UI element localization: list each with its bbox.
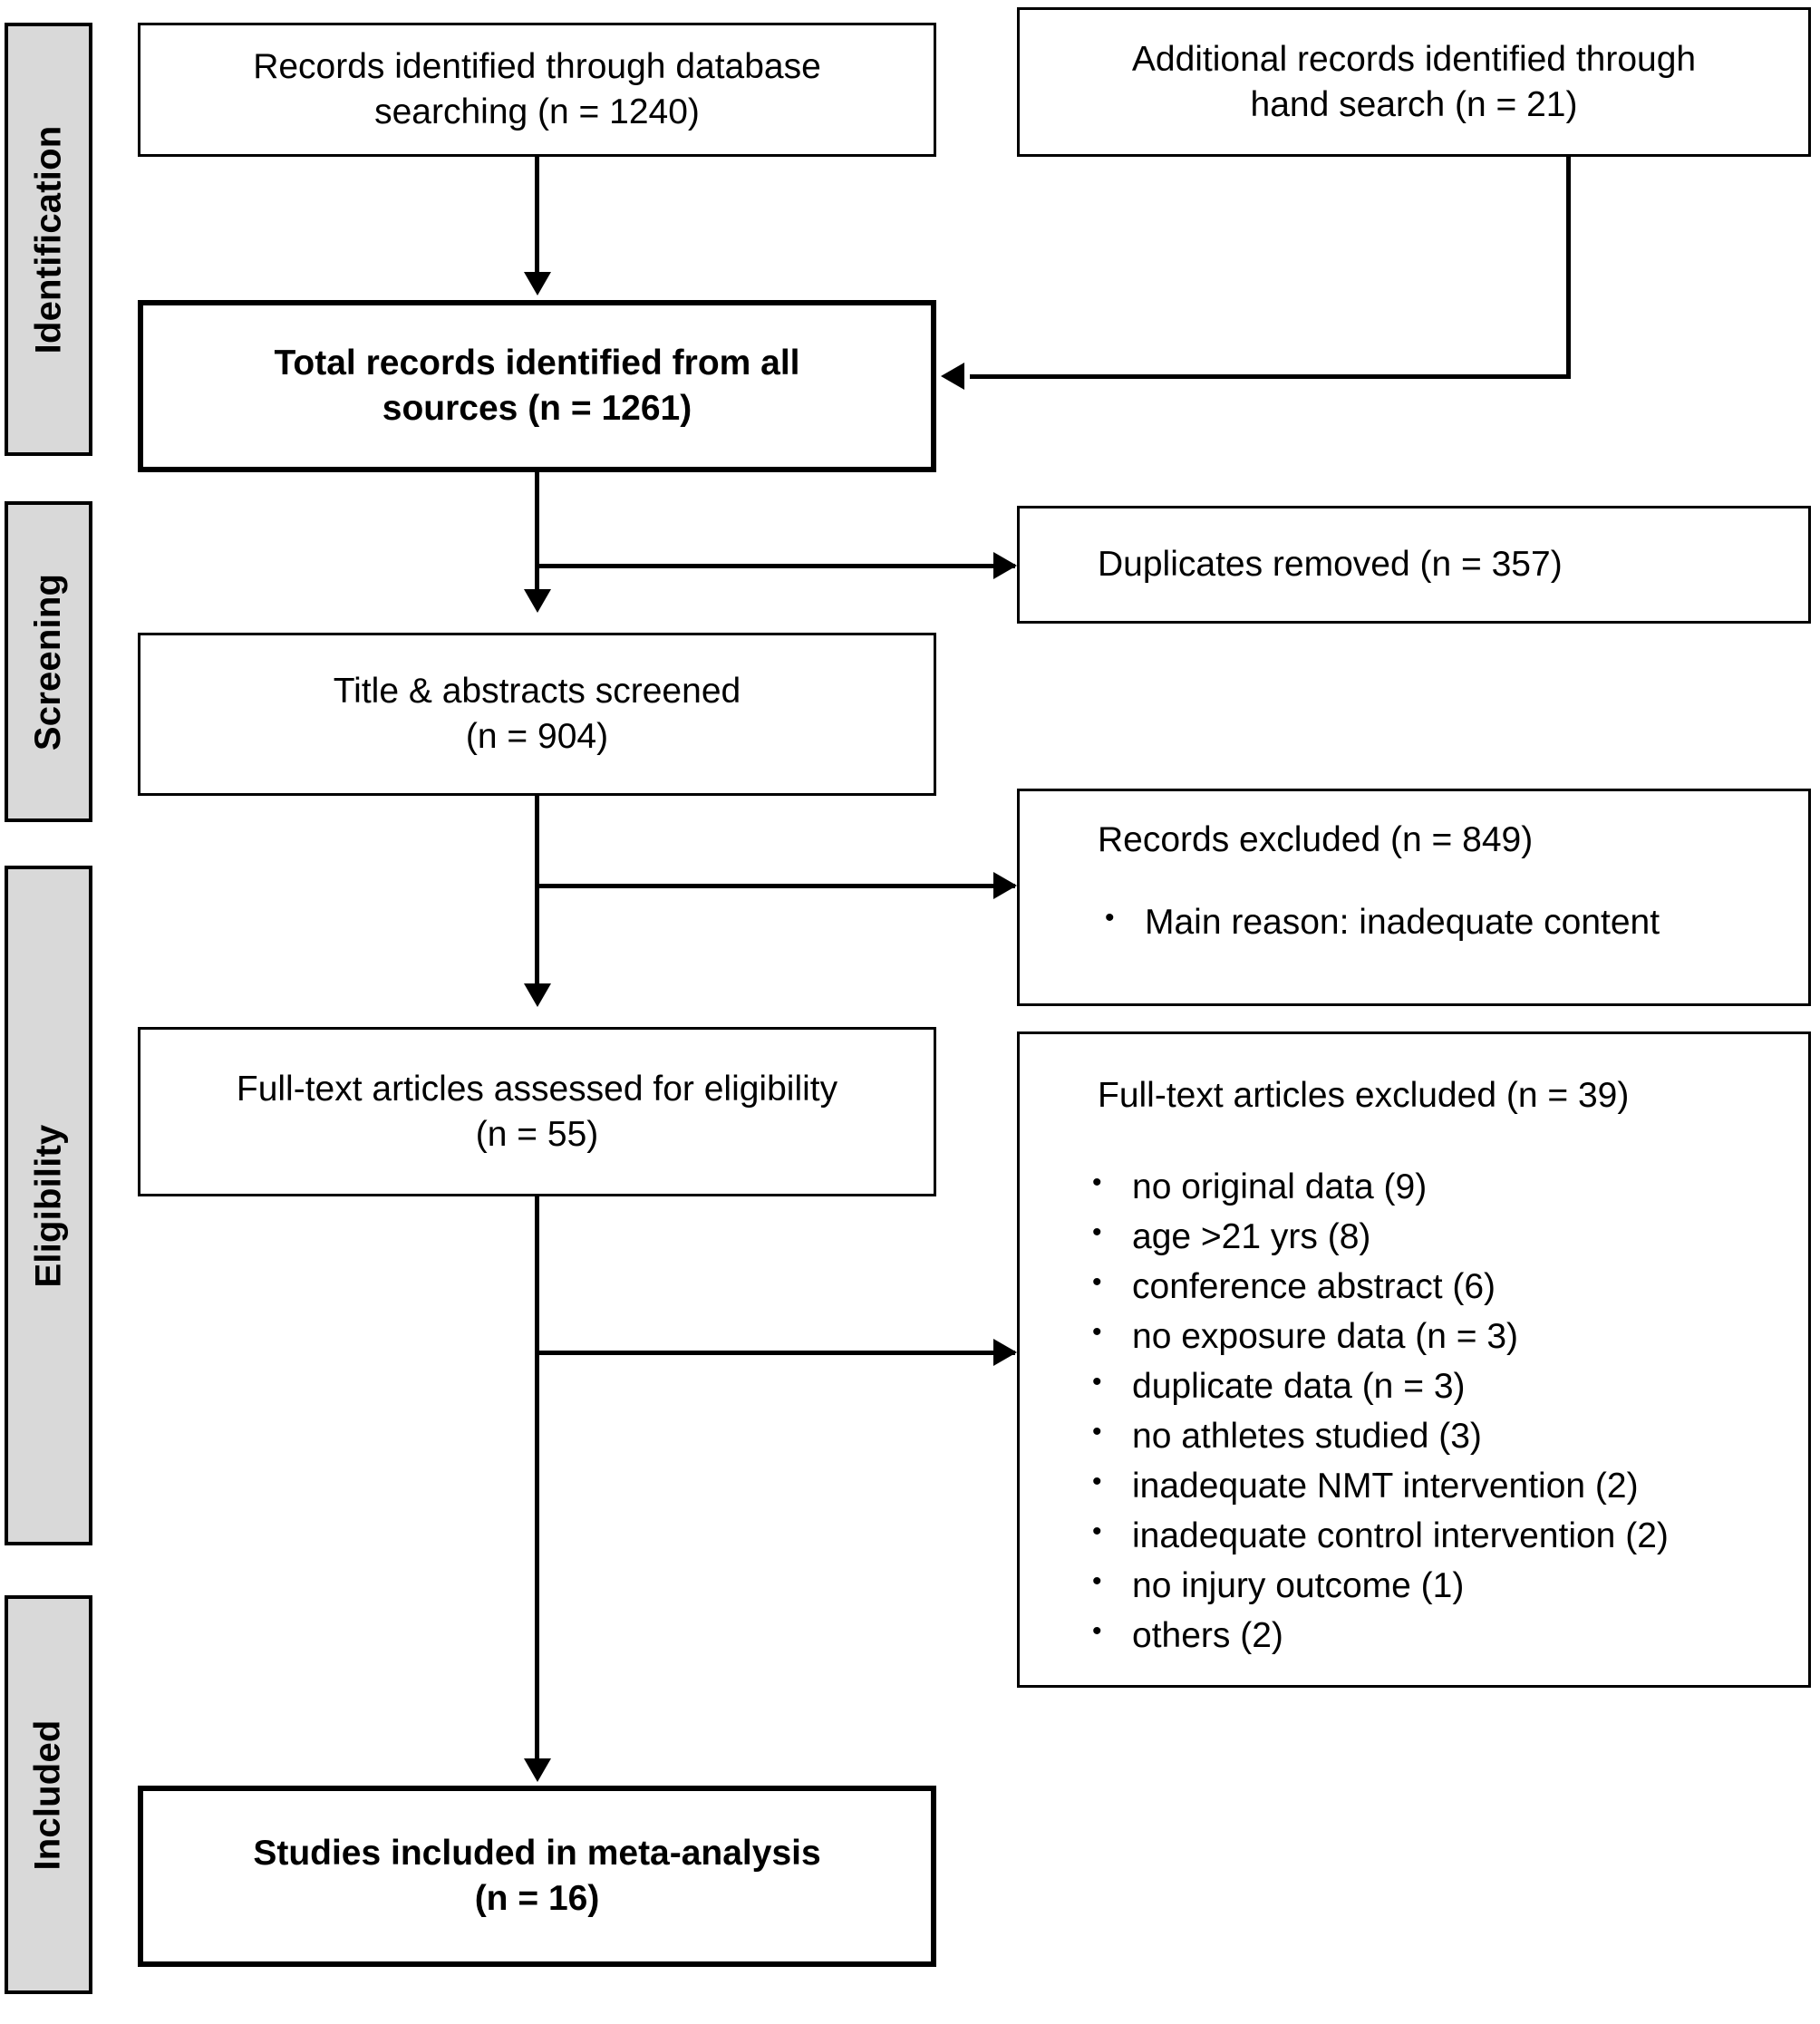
node-titles-abstracts-screened: Title & abstracts screened (n = 904) <box>138 633 936 796</box>
phase-bar-eligibility: Eligibility <box>5 866 92 1545</box>
node-total-records-line2: sources (n = 1261) <box>382 389 692 428</box>
arrowhead-total-to-screened <box>524 589 551 613</box>
list-item: inadequate control intervention (2) <box>1085 1518 1669 1554</box>
node-database-search-line2: searching (n = 1240) <box>374 92 700 131</box>
node-duplicates-removed-text: Duplicates removed (n = 357) <box>1098 544 1563 584</box>
phase-label-screening: Screening <box>28 573 69 751</box>
node-records-database-search: Records identified through database sear… <box>138 23 936 157</box>
node-fulltext-assessed: Full-text articles assessed for eligibil… <box>138 1027 936 1196</box>
connector-to-duplicates <box>535 564 1015 568</box>
node-studies-included-line2: (n = 16) <box>474 1879 600 1918</box>
phase-bar-screening: Screening <box>5 501 92 822</box>
node-total-records: Total records identified from all source… <box>138 300 936 472</box>
list-item: no injury outcome (1) <box>1085 1568 1669 1603</box>
phase-bar-included: Included <box>5 1595 92 1994</box>
node-hand-search-line2: hand search (n = 21) <box>1250 84 1578 124</box>
node-database-search-line1: Records identified through database <box>253 47 821 87</box>
list-item: conference abstract (6) <box>1085 1269 1669 1304</box>
list-item: Main reason: inadequate content <box>1098 905 1660 940</box>
connector-hand-left <box>970 374 1568 379</box>
connector-to-fulltext-excluded <box>535 1351 1015 1355</box>
node-records-excluded-heading: Records excluded (n = 849) <box>1098 820 1534 859</box>
list-item: no athletes studied (3) <box>1085 1419 1669 1454</box>
list-item: no exposure data (n = 3) <box>1085 1319 1669 1354</box>
arrowhead-to-fulltext-excluded <box>993 1339 1017 1366</box>
list-item: no original data (9) <box>1085 1169 1669 1205</box>
connector-total-to-screened <box>535 471 539 594</box>
phase-bar-identification: Identification <box>5 23 92 456</box>
phase-label-eligibility: Eligibility <box>28 1124 68 1287</box>
node-records-hand-search: Additional records identified through ha… <box>1017 7 1811 157</box>
connector-fulltext-to-included <box>535 1196 539 1763</box>
arrowhead-screened-to-fulltext <box>524 983 551 1007</box>
connector-screened-to-fulltext <box>535 796 539 986</box>
node-records-excluded: Records excluded (n = 849) Main reason: … <box>1017 789 1811 1006</box>
arrowhead-to-duplicates <box>993 552 1017 579</box>
connector-hand-down <box>1566 157 1571 379</box>
arrowhead-hand-to-total <box>941 363 964 390</box>
list-item: inadequate NMT intervention (2) <box>1085 1468 1669 1504</box>
node-fulltext-excluded: Full-text articles excluded (n = 39) no … <box>1017 1031 1811 1688</box>
arrowhead-db-to-total <box>524 272 551 295</box>
list-item: others (2) <box>1085 1618 1669 1653</box>
list-item: age >21 yrs (8) <box>1085 1219 1669 1254</box>
node-total-records-line1: Total records identified from all <box>274 344 800 383</box>
node-fulltext-assessed-line2: (n = 55) <box>475 1114 599 1154</box>
phase-label-included: Included <box>28 1719 68 1871</box>
node-studies-included-line1: Studies included in meta-analysis <box>253 1834 821 1874</box>
node-records-excluded-bullet-list: Main reason: inadequate content <box>1098 905 1660 940</box>
arrowhead-to-records-excluded <box>993 872 1017 899</box>
node-hand-search-line1: Additional records identified through <box>1131 39 1697 79</box>
list-item: duplicate data (n = 3) <box>1085 1369 1669 1404</box>
arrowhead-fulltext-to-included <box>524 1758 551 1782</box>
connector-to-records-excluded <box>535 884 1015 888</box>
phase-label-identification: Identification <box>28 125 68 353</box>
node-fulltext-excluded-heading: Full-text articles excluded (n = 39) <box>1098 1076 1630 1115</box>
connector-db-to-total <box>535 157 539 275</box>
node-fulltext-excluded-bullet-list: no original data (9) age >21 yrs (8) con… <box>1085 1169 1669 1653</box>
node-studies-included: Studies included in meta-analysis (n = 1… <box>138 1786 936 1967</box>
node-duplicates-removed: Duplicates removed (n = 357) <box>1017 506 1811 624</box>
node-titles-screened-line1: Title & abstracts screened <box>333 672 741 712</box>
node-titles-screened-line2: (n = 904) <box>465 717 609 756</box>
node-fulltext-assessed-line1: Full-text articles assessed for eligibil… <box>236 1069 838 1109</box>
